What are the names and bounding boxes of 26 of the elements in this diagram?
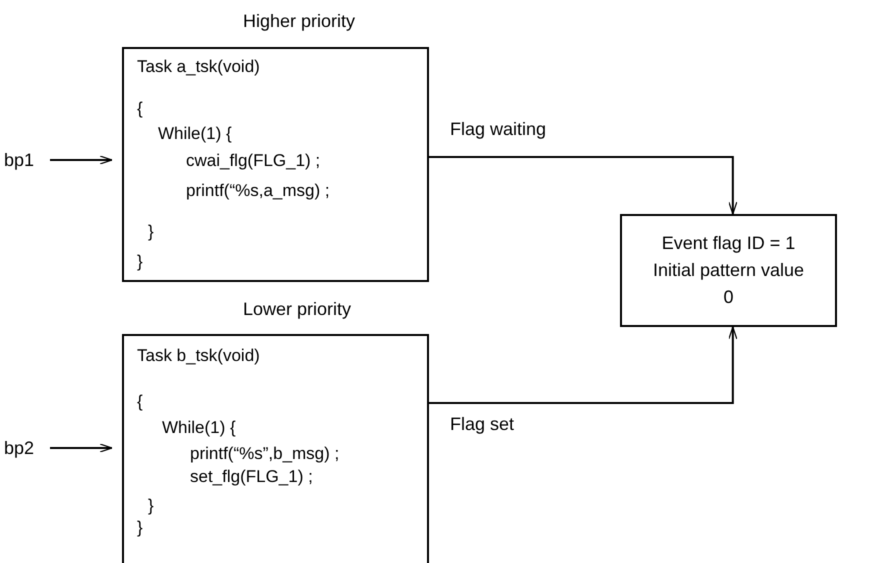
arrow	[50, 155, 113, 165]
code-line: }	[148, 222, 154, 242]
code-line: set_flg(FLG_1) ;	[190, 467, 313, 487]
priority-caption: Higher priority	[243, 10, 356, 32]
code-line: }	[137, 518, 143, 538]
code-line: cwai_flg(FLG_1) ;	[186, 151, 320, 171]
code-line: {	[137, 392, 143, 412]
task-signature: Task a_tsk(void)	[137, 57, 260, 77]
task-signature: Task b_tsk(void)	[137, 346, 260, 366]
code-line: printf(“%s”,b_msg) ;	[190, 444, 340, 464]
arrow	[50, 443, 113, 453]
breakpoint-label: bp1	[4, 148, 34, 172]
code-line: printf(“%s,a_msg) ;	[186, 181, 330, 201]
arrow	[429, 326, 738, 404]
code-line: While(1) {	[158, 124, 232, 144]
code-line: While(1) {	[162, 418, 236, 438]
task-box	[122, 334, 429, 563]
event-flag-text: Event flag ID = 1 Initial pattern value 0	[652, 232, 806, 309]
code-line: }	[148, 496, 154, 516]
task-box	[122, 47, 429, 282]
arrow	[429, 156, 738, 215]
event-flag-box	[620, 214, 837, 327]
priority-caption: Lower priority	[243, 298, 352, 320]
code-line: }	[137, 252, 143, 272]
code-line: {	[137, 99, 143, 119]
breakpoint-label: bp2	[4, 436, 34, 460]
